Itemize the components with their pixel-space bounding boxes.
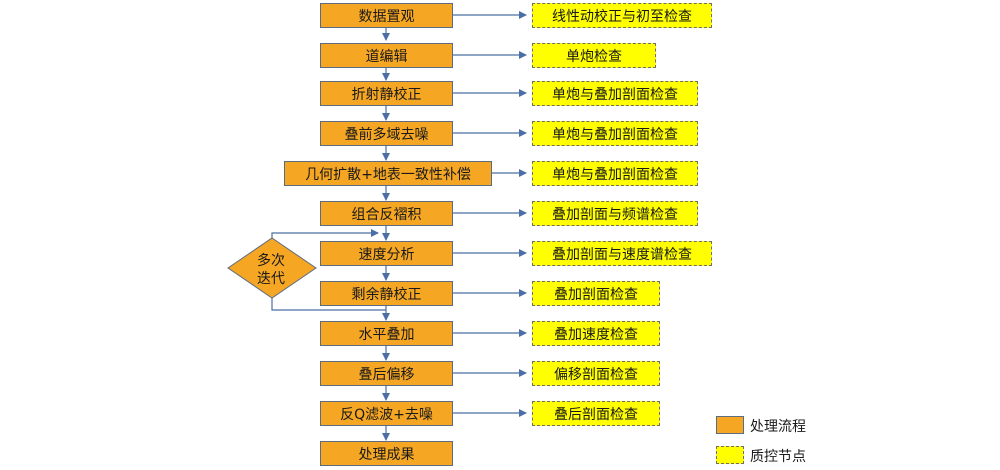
iteration-label-line1: 多次: [257, 253, 285, 269]
qc-node-3: 单炮与叠加剖面检查: [532, 81, 698, 106]
qc-node-5: 单炮与叠加剖面检查: [532, 161, 698, 186]
process-step-3: 折射静校正: [320, 81, 453, 106]
process-step-7: 速度分析: [320, 241, 453, 266]
process-step-5: 几何扩散+地表一致性补偿: [284, 161, 492, 186]
qc-node-11: 叠后剖面检查: [532, 401, 660, 426]
legend-process-swatch: [716, 416, 744, 434]
iteration-diamond: [227, 237, 317, 299]
process-step-2: 道编辑: [320, 43, 453, 68]
qc-node-10: 偏移剖面检查: [532, 361, 660, 386]
iteration-label-line2: 迭代: [257, 271, 285, 287]
iteration-label: 多次 迭代: [240, 252, 302, 288]
legend-process-label: 处理流程: [750, 419, 806, 435]
qc-node-6: 叠加剖面与频谱检查: [532, 201, 698, 226]
process-step-9: 水平叠加: [320, 321, 453, 346]
process-step-4: 叠前多域去噪: [320, 121, 453, 146]
process-step-12: 处理成果: [320, 441, 453, 466]
qc-node-8: 叠加剖面检查: [532, 281, 660, 306]
process-step-11: 反Q滤波+去噪: [320, 401, 453, 426]
qc-node-4: 单炮与叠加剖面检查: [532, 121, 698, 146]
process-step-10: 叠后偏移: [320, 361, 453, 386]
process-step-8: 剩余静校正: [320, 281, 453, 306]
process-step-6: 组合反褶积: [320, 201, 453, 226]
qc-node-2: 单炮检查: [532, 43, 656, 68]
qc-node-1: 线性动校正与初至检查: [532, 3, 712, 28]
qc-node-7: 叠加剖面与速度谱检查: [532, 241, 712, 266]
legend-qc-label: 质控节点: [750, 449, 806, 465]
process-step-1: 数据置观: [320, 3, 453, 28]
qc-node-9: 叠加速度检查: [532, 321, 660, 346]
legend-qc-swatch: [716, 446, 744, 464]
